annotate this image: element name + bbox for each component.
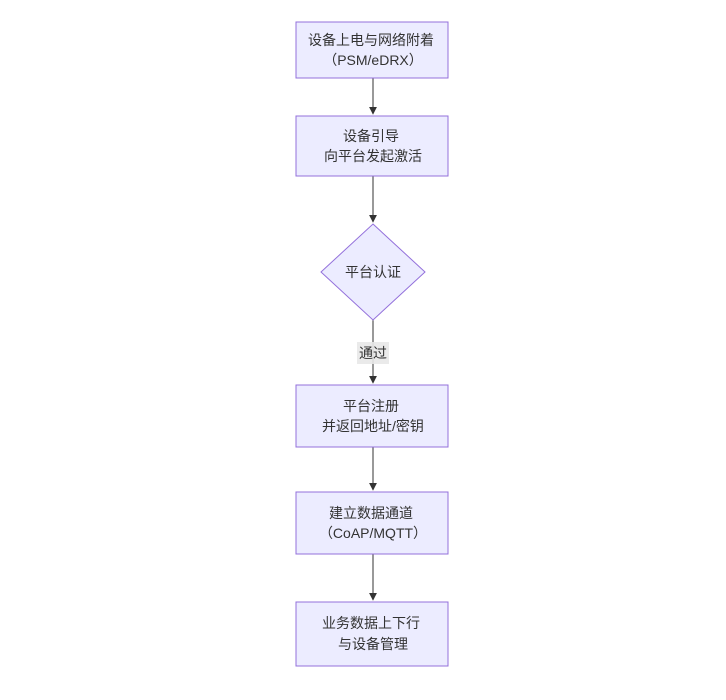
- node-register-label: 平台注册 并返回地址/密钥: [322, 398, 424, 434]
- edge-label-pass: 通过: [357, 342, 389, 364]
- node-data-channel: 建立数据通道 （CoAP/MQTT）: [295, 491, 449, 555]
- node-data-channel-box: [295, 491, 449, 555]
- node-bootstrap-box: [295, 115, 449, 177]
- node-business-data-box: [295, 601, 449, 667]
- node-platform-auth-diamond: [320, 223, 426, 321]
- edge-label-background: [357, 342, 389, 364]
- node-business-data-label: 业务数据上下行 与设备管理: [322, 615, 424, 652]
- node-power-attach-label: 设备上电与网络附着 （PSM/eDRX）: [308, 32, 438, 68]
- node-power-attach: 设备上电与网络附着 （PSM/eDRX）: [295, 21, 449, 79]
- node-platform-auth-label: 平台认证: [345, 264, 401, 280]
- node-power-attach-box: [295, 21, 449, 79]
- node-data-channel-label: 建立数据通道 （CoAP/MQTT）: [319, 505, 427, 541]
- node-business-data: 业务数据上下行 与设备管理: [295, 601, 449, 667]
- node-bootstrap-label: 设备引导 向平台发起激活: [324, 128, 422, 164]
- node-register-box: [295, 384, 449, 448]
- node-register: 平台注册 并返回地址/密钥: [295, 384, 449, 448]
- node-platform-auth-decision: 平台认证: [320, 223, 426, 321]
- node-bootstrap: 设备引导 向平台发起激活: [295, 115, 449, 177]
- edge-label-text: 通过: [359, 345, 387, 361]
